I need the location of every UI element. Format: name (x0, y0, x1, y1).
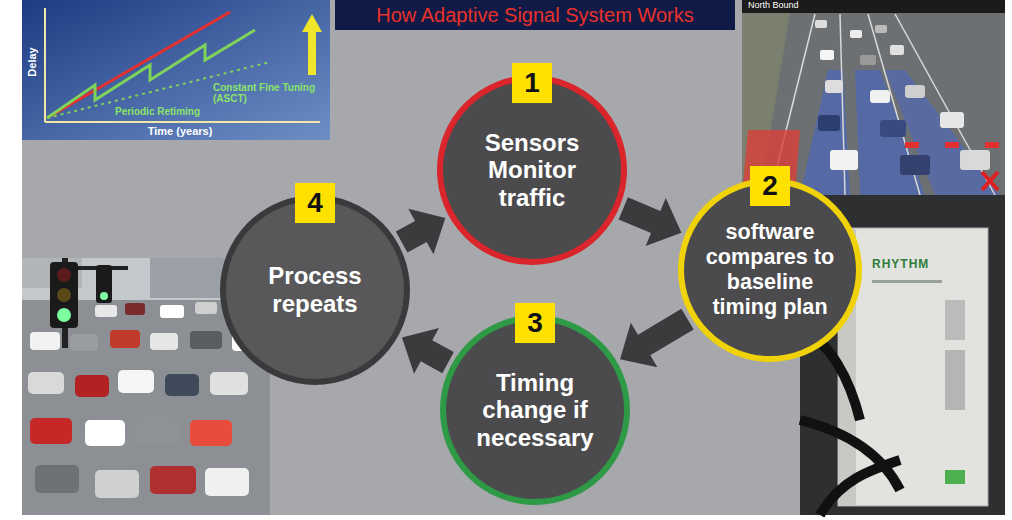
street-photo-part (160, 305, 184, 318)
street-photo-part (135, 416, 179, 443)
camera-view-part (895, 14, 995, 195)
step-circle: 1Sensors Monitor traffic (437, 75, 627, 265)
street-photo-part (30, 418, 72, 444)
step-text: Sensors Monitor traffic (465, 129, 600, 212)
flow-arrow (396, 209, 446, 255)
delay-chart (22, 0, 330, 140)
camera-view-part (875, 25, 887, 33)
circle-shape (223, 198, 407, 382)
flow-arrow (402, 328, 454, 374)
camera-view-part (960, 150, 990, 170)
camera-view-part (890, 45, 904, 55)
camera-view-part (905, 142, 919, 148)
title-banner (335, 0, 735, 30)
step-circle: 3Timing change if necessary (440, 315, 630, 505)
camera-view-part (860, 55, 876, 65)
callout-number: 1 (512, 63, 552, 103)
street-photo-part (100, 292, 108, 300)
street-photo-part (150, 466, 196, 494)
street-photo-part (75, 375, 109, 397)
delay-chart-part (308, 30, 316, 75)
camera-view-part (742, 0, 1005, 13)
delay-chart-part (302, 14, 322, 32)
panel-ground (22, 0, 1005, 515)
delay-chart-part (44, 8, 46, 122)
street-photo-part (50, 262, 78, 328)
camera-view-part (800, 70, 850, 195)
callout-number: 2 (750, 166, 790, 206)
step-circle: 2software compares to baseline timing pl… (678, 178, 862, 362)
street-photo-part (165, 374, 199, 396)
camera-view-part (900, 155, 930, 175)
street-photo-part (28, 372, 64, 394)
series-label: Constant Fine Tuning (ASCT) (213, 82, 323, 104)
camera-view-part (985, 142, 999, 148)
camera-view-part (818, 115, 840, 131)
street-photo-part (195, 302, 217, 314)
street-photo-part (95, 470, 139, 498)
street-photo-part (57, 268, 71, 282)
controller-photo-part (945, 470, 965, 484)
callout-number: 3 (515, 303, 555, 343)
street-photo-part (125, 303, 145, 315)
delay-chart-part (45, 121, 320, 123)
step-text: software compares to baseline timing pla… (703, 220, 838, 319)
street-photo-part (70, 334, 98, 351)
controller-photo-part (945, 350, 965, 410)
camera-view-part (830, 150, 858, 170)
camera-view-part (940, 112, 964, 128)
street-photo-part (118, 370, 154, 393)
axis-label: Delay (26, 47, 38, 76)
step-text: Timing change if necessary (468, 369, 603, 452)
camera-caption: North Bound (748, 1, 799, 11)
street-photo-part (95, 305, 117, 317)
circle-shape (440, 78, 624, 262)
circle-shape (681, 181, 859, 359)
callout-number: 4 (295, 183, 335, 223)
title: How Adaptive Signal System Works (335, 0, 735, 30)
camera-view-part (880, 120, 906, 137)
street-photo-part (35, 465, 79, 493)
series-label: Periodic Retiming (115, 106, 200, 117)
camera-view-part (982, 172, 998, 190)
camera-view-part (870, 90, 890, 103)
flow-arrow (619, 197, 682, 246)
street-photo-part (57, 288, 71, 302)
step-text: Process repeats (248, 262, 383, 317)
delay-chart-part (47, 12, 230, 118)
street-photo-part (57, 308, 71, 322)
camera-view-part (825, 80, 843, 93)
camera-view-part (945, 142, 959, 148)
street-photo-part (30, 332, 60, 350)
brand-label: RHYTHM (872, 258, 929, 271)
controller-photo-part (872, 280, 942, 283)
street-photo-part (150, 333, 178, 350)
circle-shape (443, 318, 627, 502)
controller-photo-part (820, 460, 900, 515)
street-photo-part (96, 265, 112, 303)
street-photo-part (205, 468, 249, 496)
step-circle: 4Process repeats (220, 195, 410, 385)
street-photo-part (190, 331, 222, 349)
axis-label: Time (years) (148, 125, 213, 137)
controller-photo-part (945, 300, 965, 340)
street-photo-part (110, 330, 140, 348)
camera-view-part (815, 20, 827, 28)
flow-arrow (620, 309, 694, 368)
street-photo-part (190, 420, 232, 446)
camera-view-part (905, 85, 925, 98)
delay-chart-part (22, 0, 330, 140)
camera-view-part (982, 172, 998, 190)
camera-view-part (820, 50, 834, 60)
camera-view-part (850, 30, 862, 38)
street-photo-part (210, 372, 248, 395)
street-photo-part (85, 420, 125, 446)
